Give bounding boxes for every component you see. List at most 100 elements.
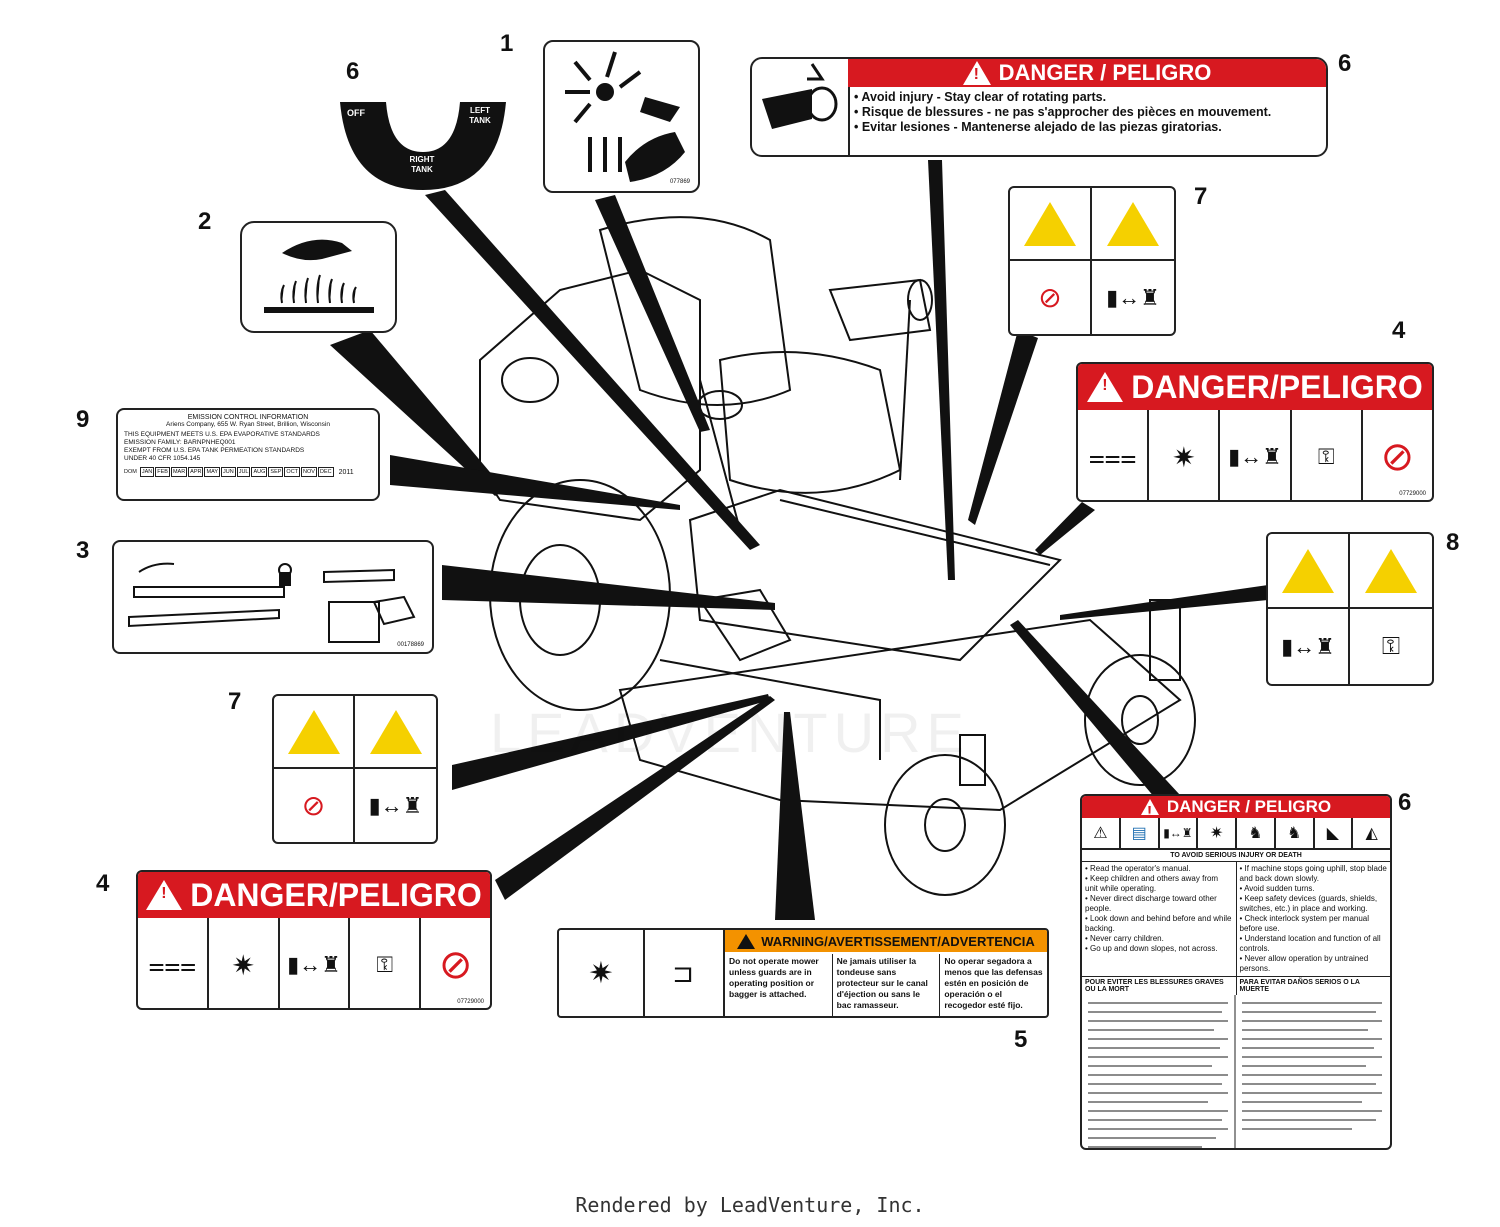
blade-icon: ⩶	[1078, 410, 1150, 500]
pinch-hand-icon	[565, 51, 685, 182]
decal-4-right: DANGER/PELIGRO ⩶ ✷ ▮↔♜ ⚿ ⊘ 07729000	[1076, 362, 1434, 502]
decal-3-part-number: 00178869	[397, 642, 424, 648]
callout-6-rotating: 6	[1338, 50, 1352, 77]
remove-key-icon: ⚿	[1292, 410, 1363, 500]
remove-key-icon: ⚿	[1381, 632, 1401, 660]
no-step-icon: ⊘	[1380, 435, 1415, 479]
en-left-5: • Go up and down slopes, not across.	[1085, 944, 1218, 953]
emission-dom: DOM	[124, 469, 137, 475]
emission-line-1: THIS EQUIPMENT MEETS U.S. EPA EVAPORATIV…	[124, 431, 320, 438]
decal-danger-rotating: DANGER / PELIGRO • Avoid injury - Stay c…	[750, 57, 1328, 157]
decal-4-right-part-number: 07729000	[1399, 491, 1426, 497]
selector-off-label: OFF	[347, 108, 365, 118]
callout-7-left: 7	[228, 688, 242, 715]
month-jul: JUL	[236, 467, 251, 477]
warning-text-fr: Ne jamais utiliser la tondeuse sans prot…	[833, 954, 941, 1016]
decal-danger-main: DANGER / PELIGRO ⚠ ▤ ▮↔♜ ✷ ♞ ♞ ◣ ◭ TO AV…	[1080, 794, 1392, 1150]
month-sep: SEP	[268, 467, 284, 477]
discharge-hazard-icon: ✷	[559, 930, 645, 1016]
keep-away-icon: ▮↔♜	[1106, 284, 1160, 310]
emission-company: Ariens Company, 655 W. Ryan Street, Bril…	[166, 421, 330, 428]
warning-text-en: Do not operate mower unless guards are i…	[725, 954, 833, 1016]
emission-title: EMISSION CONTROL INFORMATION	[187, 414, 309, 421]
decal-8-caution: ▮↔♜ ⚿	[1266, 532, 1434, 686]
month-apr: APR	[188, 467, 204, 477]
decal-hot-surface	[240, 221, 397, 333]
decal-4-left-part-number: 07729000	[457, 999, 484, 1005]
callout-4-left: 4	[96, 870, 110, 897]
month-mar: MAR	[170, 467, 188, 477]
warning-icon: ⚠	[1082, 818, 1121, 848]
blade-hazard-icon	[287, 709, 340, 754]
month-jan: JAN	[139, 467, 155, 477]
fuel-selector-decal	[340, 102, 506, 190]
rider-icon: ♞	[1276, 818, 1315, 848]
en-left-0: • Read the operator's manual.	[1085, 864, 1191, 873]
callout-1: 1	[500, 30, 514, 57]
decal-warning-discharge: ✷ ⊐ WARNING/AVERTISSEMENT/ADVERTENCIA Do…	[557, 928, 1049, 1018]
danger-main-subtitle: TO AVOID SERIOUS INJURY OR DEATH	[1170, 852, 1302, 859]
caution-icon	[1365, 548, 1417, 593]
rollover-hazard-icon	[1282, 548, 1334, 593]
keep-away-icon: ▮↔♜	[1160, 818, 1199, 848]
decal-1-part-number: 077869	[669, 179, 690, 185]
no-reverse-icon: ⊘	[1010, 261, 1092, 334]
hot-surface-icon	[264, 239, 374, 313]
callout-7-right: 7	[1194, 183, 1208, 210]
thrown-object-icon: ✷	[1149, 410, 1221, 500]
en-right-4: • Understand location and function of al…	[1239, 934, 1381, 953]
emission-line-4: UNDER 40 CFR 1054.145	[124, 455, 201, 462]
remove-key-icon: ⚿	[350, 918, 422, 1008]
danger-main-title: DANGER / PELIGRO	[1166, 797, 1332, 816]
decal-7-left: ⊘ ▮↔♜	[272, 694, 438, 844]
thrown-object-icon	[369, 709, 422, 754]
decal-tow-lock: 00178869	[112, 540, 434, 654]
chute-guard-icon: ⊐	[643, 930, 725, 1016]
warning-title: WARNING/AVERTISSEMENT/ADVERTENCIA	[761, 933, 1035, 949]
en-right-3: • Check interlock system per manual befo…	[1239, 914, 1370, 933]
danger-rotating-line-fr: • Risque de blessures - ne pas s'approch…	[854, 105, 1272, 119]
month-oct: OCT	[284, 467, 301, 477]
child-hazard-icon: ♞	[1237, 818, 1276, 848]
emission-line-3: EXEMPT FROM U.S. EPA TANK PERMEATION STA…	[124, 447, 305, 454]
decal-4-left: DANGER/PELIGRO ⩶ ✷ ▮↔♜ ⚿ ⊘ 07729000	[136, 870, 492, 1010]
en-left-3: • Look down and behind before and while …	[1085, 914, 1232, 933]
selector-left-label: LEFT TANK	[469, 106, 491, 125]
danger-rotating-line-en: • Avoid injury - Stay clear of rotating …	[854, 90, 1107, 104]
emission-line-2: EMISSION FAMILY: BARNPNHEQ001	[124, 439, 236, 446]
no-reverse-icon: ⊘	[274, 769, 355, 842]
thrown-object-icon: ✷	[1198, 818, 1237, 848]
callout-3: 3	[76, 537, 90, 564]
en-left-4: • Never carry children.	[1085, 934, 1164, 943]
callout-9: 9	[76, 406, 90, 433]
fine-print-lines	[1088, 995, 1382, 1148]
selector-right-label: RIGHT TANK	[409, 155, 435, 174]
en-right-1: • Avoid sudden turns.	[1239, 884, 1315, 893]
callout-4-right: 4	[1392, 317, 1406, 344]
danger-large-right-title: DANGER/PELIGRO	[1131, 368, 1423, 405]
thrown-object-icon: ✷	[209, 918, 280, 1008]
col-fr-heading: POUR EVITER LES BLESSURES GRAVES OU LA M…	[1082, 977, 1237, 995]
warning-text-es: No operar segadora a menos que las defen…	[944, 956, 1043, 1010]
rotating-shaft-icon	[762, 63, 838, 129]
blade-icon: ⩶	[138, 918, 209, 1008]
month-dec: DEC	[317, 467, 334, 477]
month-feb: FEB	[155, 467, 170, 477]
emission-year: 2011	[338, 468, 354, 476]
en-right-2: • Keep safety devices (guards, shields, …	[1239, 894, 1378, 913]
rollover-icon: ◭	[1365, 825, 1378, 842]
decal-7-right: ⊘ ▮↔♜	[1008, 186, 1176, 336]
keep-away-icon: ▮↔♜	[368, 792, 423, 818]
callout-6-main: 6	[1398, 789, 1412, 816]
danger-rotating-line-es: • Evitar lesiones - Mantenerse alejado d…	[854, 120, 1222, 134]
watermark: LEADVENTURE	[490, 701, 970, 764]
col-es-heading: PARA EVITAR DAÑOS SERIOS O LA MUERTE	[1239, 979, 1360, 993]
month-jun: JUN	[221, 467, 236, 477]
month-may: MAY	[204, 467, 220, 477]
decal-pinch-hazard: 077869	[543, 40, 700, 193]
callout-6-selector: 6	[346, 58, 360, 85]
en-right-5: • Never allow operation by untrained per…	[1239, 954, 1369, 973]
callout-2: 2	[198, 208, 212, 235]
